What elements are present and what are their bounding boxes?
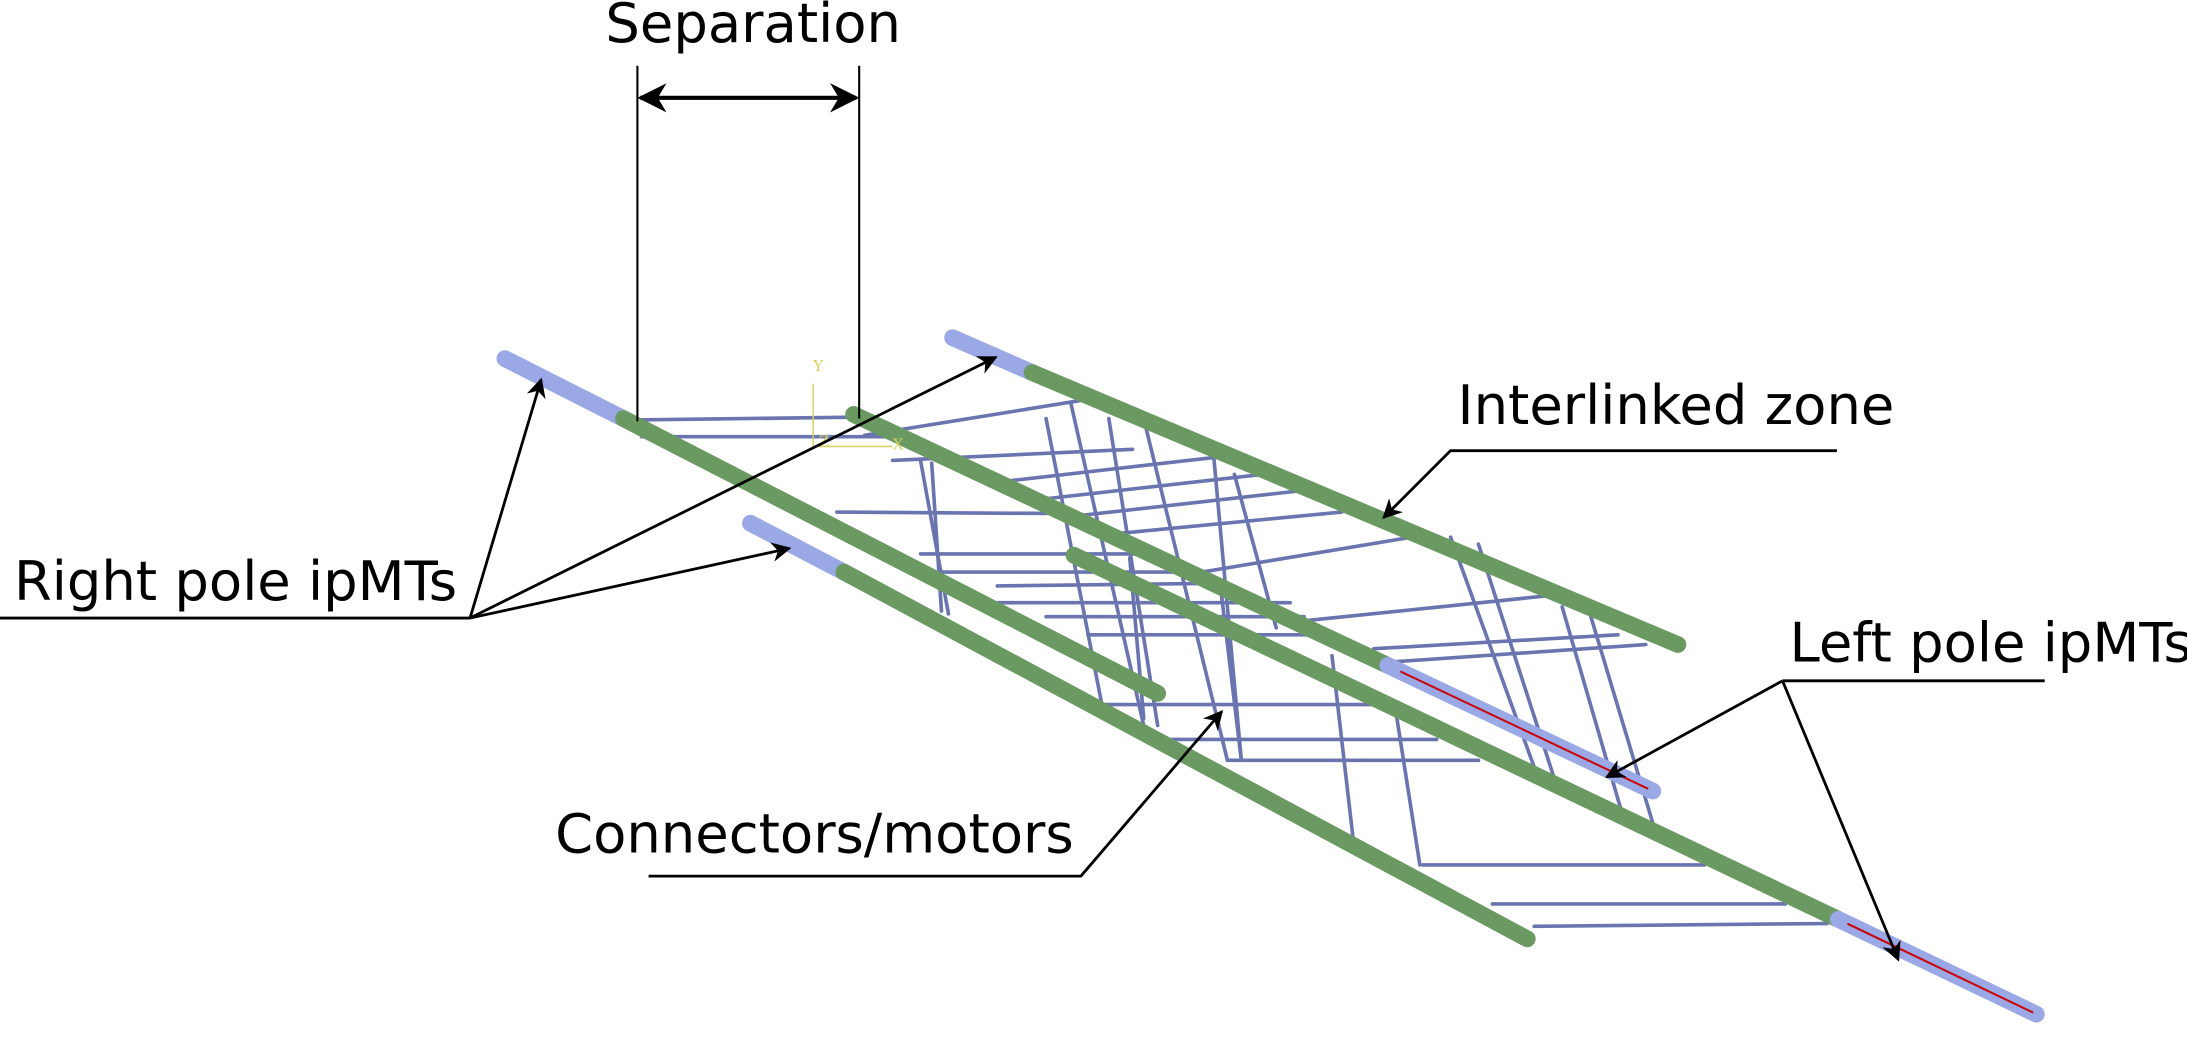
- connector-motor: [1392, 702, 1422, 867]
- microtubule-free-segment: [944, 329, 1041, 381]
- microtubule-overlap-segment: [1065, 546, 1847, 928]
- microtubule-marker-line: [1847, 923, 2034, 1014]
- right-pole-label: Right pole ipMTs: [14, 550, 457, 613]
- microtubule-free-segment: [742, 514, 853, 581]
- axis-x-label: X: [893, 435, 904, 453]
- left-pole-label: Left pole ipMTs: [1789, 611, 2187, 674]
- microtubules-group: [496, 329, 2045, 1023]
- interlinked-zone-label: Interlinked zone: [1458, 374, 1895, 437]
- connector-motor: [1218, 584, 1244, 763]
- connector-motor: [1302, 593, 1551, 623]
- microtubule-overlap-segment: [1023, 364, 1687, 653]
- connector-motor: [1107, 416, 1160, 728]
- microtubule-free-segment: [496, 350, 632, 427]
- connector-motor: [1560, 605, 1627, 825]
- connectors-annotation: Connectors/motors: [555, 710, 1224, 878]
- connector-motor: [1372, 632, 1620, 651]
- connector-motor: [1532, 921, 1829, 929]
- separation-annotation: Separation: [605, 0, 901, 422]
- connectors-label: Connectors/motors: [555, 802, 1074, 865]
- connector-motor: [1037, 472, 1265, 502]
- connector-motor: [1072, 489, 1299, 519]
- connector-motor: [1107, 510, 1344, 537]
- connector-motor: [1183, 535, 1414, 577]
- microtubule-overlap-segment: [845, 406, 1397, 674]
- left-pole-annotation: Left pole ipMTs: [1605, 611, 2187, 962]
- microtubule-overlap-segment: [615, 410, 1167, 702]
- connector-motor: [1002, 454, 1227, 484]
- connector-motor: [1141, 416, 1230, 763]
- axis-y-label: Y: [812, 357, 824, 375]
- separation-label: Separation: [605, 0, 901, 55]
- connector-motor: [632, 415, 856, 422]
- right-pole-annotation: Right pole ipMTs: [0, 355, 998, 620]
- interlinked-zone-annotation: Interlinked zone: [1382, 374, 1895, 520]
- connector-motor: [835, 510, 1048, 516]
